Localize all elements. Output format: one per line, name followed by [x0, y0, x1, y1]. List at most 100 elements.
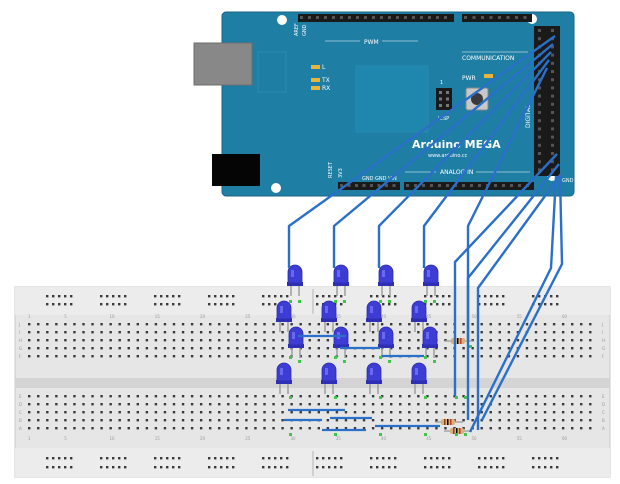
grid-hole	[199, 347, 203, 350]
rail-hole	[340, 457, 343, 460]
signal-wire	[422, 59, 550, 268]
grid-hole	[507, 411, 511, 414]
rail-hole	[226, 466, 229, 469]
grid-hole	[172, 403, 176, 406]
rail-hole	[178, 457, 181, 460]
rail-hole	[316, 295, 319, 298]
grid-hole	[163, 323, 167, 326]
rail-hole	[172, 457, 175, 460]
header-pin	[538, 86, 541, 90]
header-pin	[515, 16, 518, 19]
header-right-digital	[534, 26, 560, 176]
grid-hole	[55, 331, 58, 334]
grid-hole	[55, 355, 58, 358]
rail-hole	[124, 295, 127, 298]
grid-hole	[326, 355, 330, 358]
header-pin	[551, 78, 554, 82]
rail-hole	[490, 295, 493, 298]
pin-marker	[334, 396, 337, 399]
grid-hole	[163, 355, 167, 358]
grid-hole	[28, 339, 31, 342]
grid-hole	[589, 403, 592, 406]
rail-hole	[376, 295, 379, 298]
grid-hole	[417, 403, 420, 406]
rail-hole	[214, 295, 217, 298]
column-number: 1	[28, 314, 31, 319]
led-dome	[378, 326, 394, 346]
column-number: 60	[562, 436, 568, 441]
grid-hole	[525, 355, 529, 358]
rail-hole	[496, 466, 499, 469]
rail-hole	[502, 303, 505, 306]
header-pin	[364, 16, 367, 19]
grid-hole	[489, 339, 492, 342]
icsp-one-label: 1	[440, 80, 443, 86]
grid-hole	[218, 331, 221, 334]
grid-hole	[417, 395, 420, 398]
grid-hole	[498, 339, 501, 342]
grid-hole	[281, 339, 284, 342]
grid-hole	[245, 339, 248, 342]
led-dome	[411, 300, 427, 320]
rail-hole	[262, 466, 265, 469]
rail-hole	[556, 295, 559, 298]
grid-hole	[236, 419, 239, 422]
grid-hole	[462, 411, 465, 414]
grid-hole	[172, 419, 176, 422]
grid-hole	[172, 411, 176, 414]
grid-hole	[82, 395, 85, 398]
row-letter: F	[602, 354, 605, 359]
circuit-components	[276, 264, 473, 436]
grid-hole	[245, 395, 248, 398]
grid-hole	[127, 347, 130, 350]
rail-hole	[214, 466, 217, 469]
grid-hole	[471, 331, 474, 334]
header-pin	[436, 16, 439, 19]
rail-hole	[388, 303, 391, 306]
rail-hole	[430, 303, 433, 306]
grid-hole	[46, 427, 49, 430]
rail-hole	[100, 303, 103, 306]
grid-hole	[317, 323, 320, 326]
grid-hole	[417, 339, 420, 342]
rail-hole	[118, 457, 121, 460]
resistor-band	[450, 419, 452, 425]
grid-hole	[227, 419, 230, 422]
grid-hole	[362, 427, 366, 430]
grid-hole	[362, 403, 366, 406]
led-dome	[276, 300, 292, 320]
pin-marker	[433, 300, 436, 303]
rail-hole	[448, 466, 451, 469]
grid-hole	[399, 323, 402, 326]
grid-hole	[73, 419, 76, 422]
led-rim	[321, 380, 337, 384]
rail-hole	[550, 466, 553, 469]
grid-hole	[444, 395, 447, 398]
grid-hole	[353, 339, 357, 342]
grid-hole	[245, 411, 248, 414]
grid-hole	[127, 427, 130, 430]
blue-led	[288, 326, 304, 358]
grid-hole	[571, 355, 574, 358]
grid-hole	[109, 339, 112, 342]
grid-hole	[37, 339, 40, 342]
column-number: 55	[517, 436, 523, 441]
rail-hole	[178, 466, 181, 469]
rail-hole	[382, 466, 385, 469]
grid-hole	[353, 419, 357, 422]
grid-hole	[498, 323, 501, 326]
led-highlight	[280, 368, 283, 375]
led-rim	[378, 282, 394, 286]
usb-connector	[193, 42, 253, 86]
row-letter: A	[19, 426, 22, 431]
rail-hole	[544, 303, 547, 306]
column-number: 30	[290, 314, 296, 319]
led-dome	[287, 264, 303, 284]
grid-hole	[417, 427, 420, 430]
led-rim	[333, 344, 349, 348]
ground-wire	[480, 175, 564, 421]
grid-hole	[145, 331, 149, 334]
pin-marker	[424, 356, 427, 359]
grid-hole	[399, 427, 402, 430]
row-letter: B	[602, 418, 605, 423]
